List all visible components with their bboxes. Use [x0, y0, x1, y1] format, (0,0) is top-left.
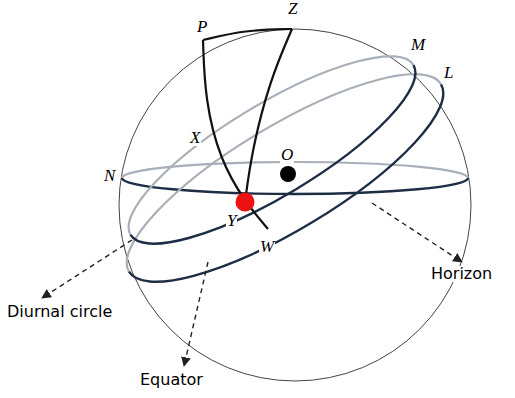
- horizon-circle-front: [122, 178, 468, 194]
- star-dot: [236, 193, 255, 212]
- point-label: Y: [226, 212, 237, 229]
- point-label: O: [280, 146, 294, 163]
- point-label: X: [189, 129, 201, 146]
- circle-caption: Equator: [139, 372, 204, 388]
- observer-dot: [280, 166, 296, 182]
- diurnal-circle-front: [131, 65, 416, 244]
- hour-circle-arc: [203, 40, 268, 229]
- point-label: Z: [287, 0, 298, 17]
- point-label: N: [103, 167, 116, 184]
- point-label: P: [196, 18, 208, 35]
- point-label: W: [259, 238, 275, 255]
- equator-circle-front: [129, 84, 443, 282]
- diurnal-pointer: [42, 240, 132, 298]
- circle-caption: Diurnal circle: [6, 304, 113, 320]
- point-label: M: [410, 36, 426, 53]
- circle-caption: Horizon: [430, 266, 493, 282]
- meridian-arc-pz: [203, 29, 292, 40]
- point-label: L: [443, 64, 454, 81]
- sphere-outline: [119, 29, 471, 381]
- horizon-pointer: [372, 203, 462, 262]
- equator-pointer: [184, 262, 208, 366]
